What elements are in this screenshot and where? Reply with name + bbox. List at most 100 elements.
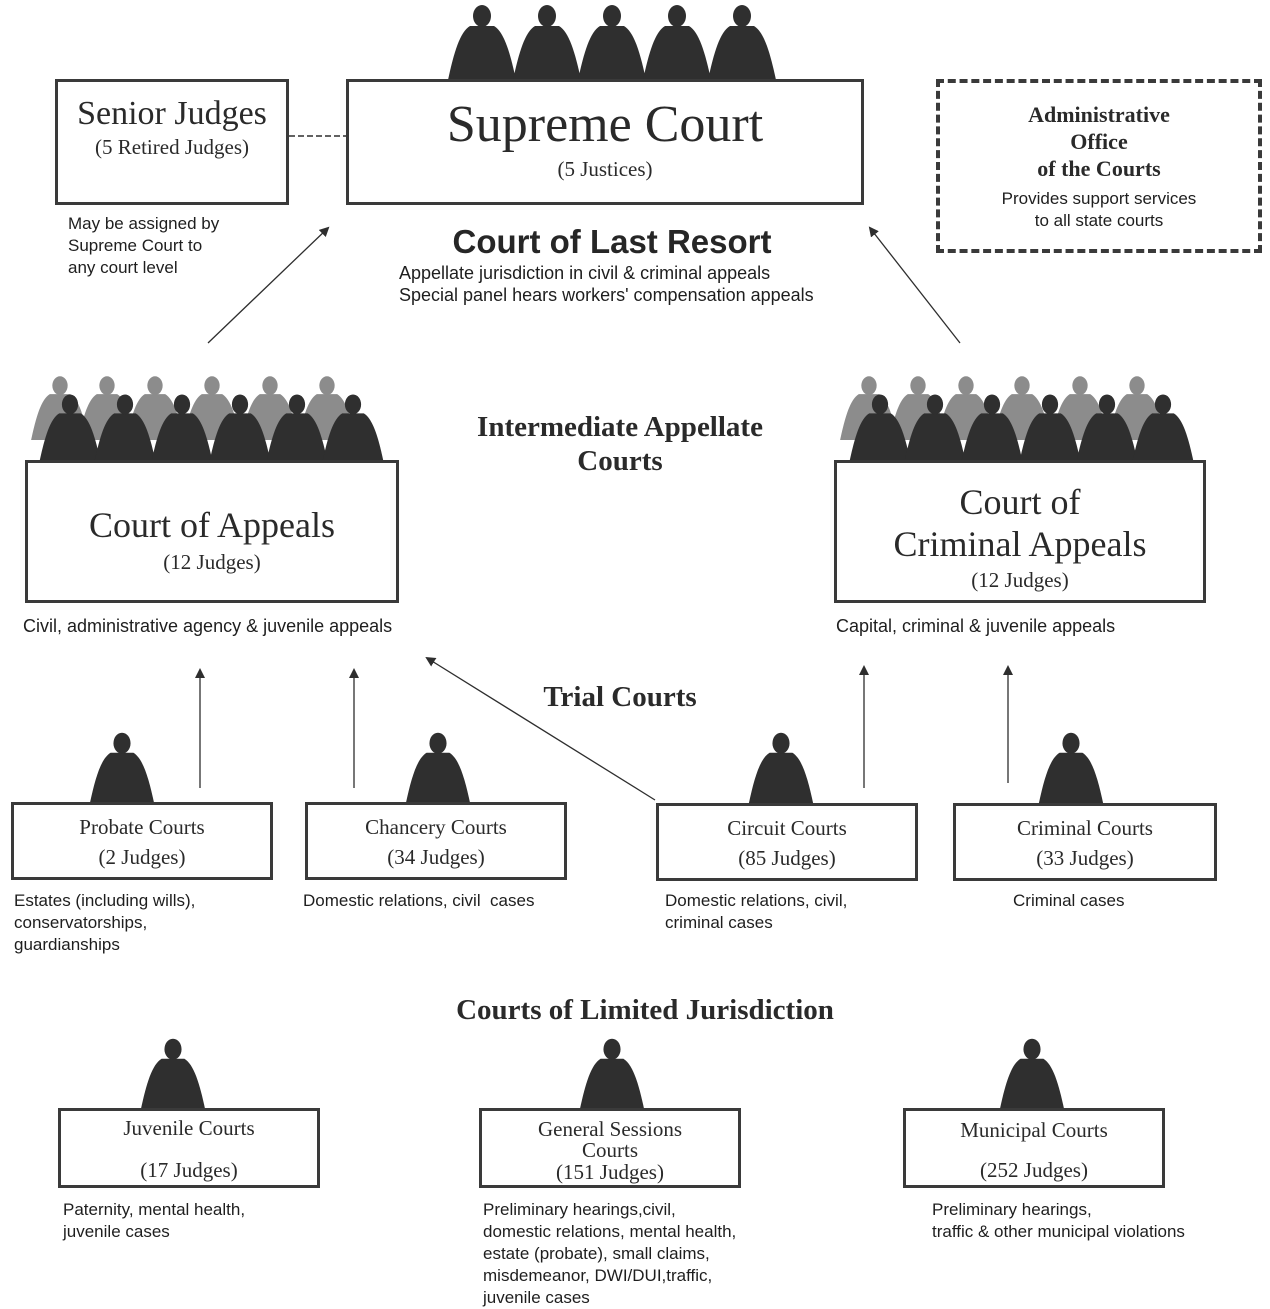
intermediate-heading: Intermediate Appellate Courts [430,410,810,478]
supreme-court-box: Supreme Court (5 Justices) [346,79,864,205]
admin-office-name-line: Office [1070,129,1128,154]
municipal-courts-box: Municipal Courts (252 Judges) [903,1108,1165,1188]
judge-silhouette-icon [209,394,271,462]
desc-line: juvenile cases [483,1288,590,1307]
municipal-courts-desc: Preliminary hearings, traffic & other mu… [932,1199,1185,1243]
judge-silhouette-icon [94,394,156,462]
judge-silhouette-icon [849,394,911,462]
connector-arrow [425,656,656,801]
criminal-appeals-name-line: Court of [959,482,1081,522]
criminal-appeals-box: Court of Criminal Appeals (12 Judges) [834,460,1206,603]
general-sessions-desc: Preliminary hearings,civil, domestic rel… [483,1199,736,1309]
circuit-courts-count: (85 Judges) [738,846,836,870]
desc-line: Preliminary hearings, [932,1200,1092,1219]
trial-heading: Trial Courts [543,681,697,713]
criminal-courts-box: Criminal Courts (33 Judges) [953,803,1217,881]
judge-silhouette-icon [904,394,966,462]
court-of-appeals-desc: Civil, administrative agency & juvenile … [23,616,393,636]
senior-judges-count: (5 Retired Judges) [95,135,249,159]
judge-silhouette-icon [405,732,471,804]
criminal-courts-desc: Criminal cases [1013,891,1125,910]
chancery-courts-count: (34 Judges) [387,845,485,869]
note-line: any court level [68,258,178,277]
admin-office-name-line: of the Courts [1037,156,1161,181]
judge-silhouette-icon [1038,732,1104,804]
admin-office-desc-line: to all state courts [1034,211,1164,230]
court-of-appeals-box: Court of Appeals (12 Judges) [25,460,399,603]
desc-line: estate (probate), small claims, [483,1244,710,1263]
judge-silhouette-icon [266,394,328,462]
desc-line: Special panel hears workers' compensatio… [399,285,814,305]
judge-silhouette-icon [643,5,711,80]
desc-line: Appellate jurisdiction in civil & crimin… [399,263,771,283]
desc-line: criminal cases [665,913,773,932]
judge-silhouette-icon [708,5,776,80]
municipal-courts-count: (252 Judges) [980,1158,1088,1182]
probate-courts-box: Probate Courts (2 Judges) [11,802,273,880]
admin-office-box: Administrative Office of the Courts Prov… [936,79,1262,253]
desc-line: traffic & other municipal violations [932,1222,1185,1241]
juvenile-courts-count: (17 Judges) [140,1158,238,1182]
limited-heading: Courts of Limited Jurisdiction [456,994,834,1026]
desc-line: Estates (including wills), [14,891,196,910]
admin-office-name-line: Administrative [1028,102,1170,127]
court-of-appeals-count: (12 Judges) [163,550,261,574]
criminal-appeals-name-line: Criminal Appeals [893,524,1147,564]
judge-silhouette-icon [748,732,814,804]
chancery-courts-name: Chancery Courts [365,815,507,839]
supreme-court-desc: Appellate jurisdiction in civil & crimin… [399,262,814,306]
judge-silhouette-icon [999,1038,1065,1110]
probate-courts-count: (2 Judges) [98,845,186,869]
desc-line: Domestic relations, civil, [665,891,848,910]
probate-courts-name: Probate Courts [79,815,205,839]
note-line: May be assigned by [68,214,220,233]
judge-silhouette-icon [1076,394,1138,462]
judge-silhouette-icon [961,394,1023,462]
circuit-courts-box: Circuit Courts (85 Judges) [656,803,918,881]
criminal-appeals-desc: Capital, criminal & juvenile appeals [836,616,1116,636]
chancery-courts-box: Chancery Courts (34 Judges) [305,802,567,880]
judge-silhouette-icon [1019,394,1081,462]
judge-silhouette-icon [579,1038,645,1110]
judge-silhouette-icon [89,732,155,804]
judge-silhouette-icon [513,5,581,80]
desc-line: misdemeanor, DWI/DUI,traffic, [483,1266,713,1285]
chancery-courts-desc: Domestic relations, civil cases [303,891,535,910]
circuit-courts-name: Circuit Courts [727,816,847,840]
judge-silhouette-icon [140,1038,206,1110]
desc-line: conservatorships, [14,913,148,932]
desc-line: juvenile cases [63,1222,170,1241]
desc-line: domestic relations, mental health, [483,1222,737,1241]
probate-courts-desc: Estates (including wills), conservatorsh… [14,890,195,956]
heading-line: Courts [577,445,663,477]
general-sessions-name-line: Courts [581,1138,638,1162]
connector-arrows [195,135,1013,801]
desc-line: Preliminary hearings,civil, [483,1200,676,1219]
criminal-courts-count: (33 Judges) [1036,846,1134,870]
general-sessions-count: (151 Judges) [556,1160,664,1184]
juvenile-courts-box: Juvenile Courts (17 Judges) [58,1108,320,1188]
criminal-courts-name: Criminal Courts [1017,816,1153,840]
judge-silhouette-icon [322,394,384,462]
admin-office-desc-line: Provides support services [1001,189,1197,208]
juvenile-courts-desc: Paternity, mental health, juvenile cases [63,1199,245,1243]
circuit-courts-desc: Domestic relations, civil, criminal case… [665,890,847,934]
court-of-last-resort-label: Court of Last Resort [452,223,772,260]
judge-silhouette-icon [1132,394,1194,462]
criminal-appeals-count: (12 Judges) [971,568,1069,592]
court-of-appeals-name: Court of Appeals [89,505,335,545]
desc-line: Paternity, mental health, [63,1200,246,1219]
senior-judges-name: Senior Judges [77,95,267,132]
heading-line: Intermediate Appellate [477,411,763,443]
judge-silhouette-icon [448,5,516,80]
juvenile-courts-name: Juvenile Courts [123,1116,255,1140]
connector-arrow [868,226,961,344]
municipal-courts-name: Municipal Courts [960,1118,1108,1142]
senior-judges-note: May be assigned by Supreme Court to any … [68,213,219,279]
judge-silhouette-icon [151,394,213,462]
note-line: Supreme Court to [68,236,203,255]
connector-arrow [207,226,330,344]
senior-judges-box: Senior Judges (5 Retired Judges) [55,79,289,205]
judge-silhouette-icon [578,5,646,80]
